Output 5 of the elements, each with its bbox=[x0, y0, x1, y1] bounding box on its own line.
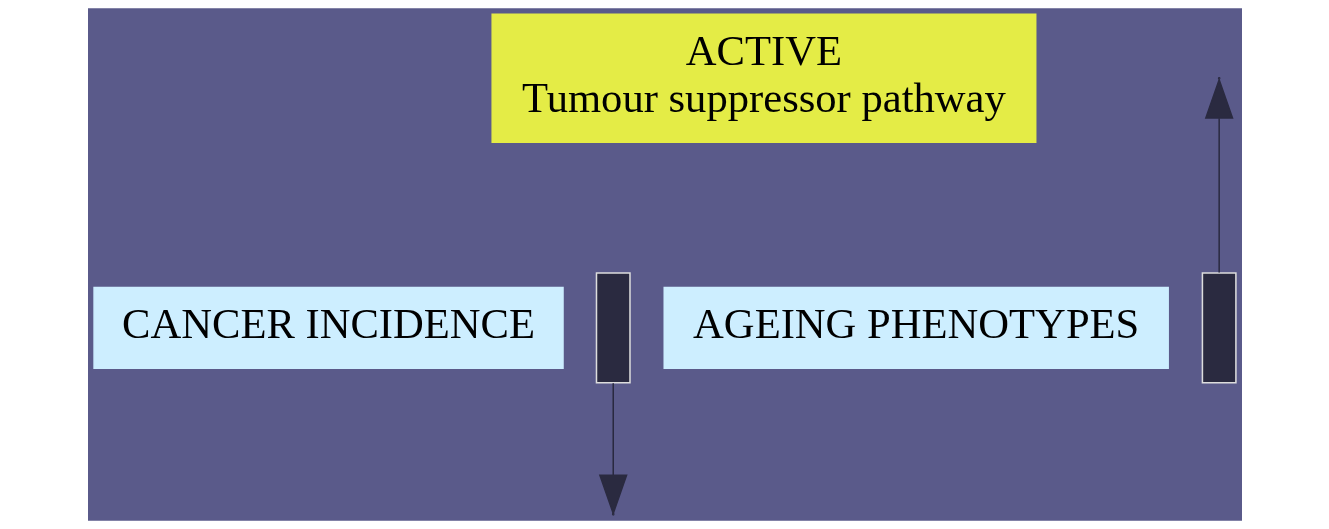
node-box: CANCER INCIDENCE bbox=[92, 286, 564, 369]
node-box: AGEING PHENOTYPES bbox=[663, 286, 1169, 369]
node-down-arrow bbox=[595, 272, 631, 384]
node-box: ACTIVE Tumour suppressor pathway bbox=[490, 13, 1036, 143]
node-up-arrow bbox=[1201, 272, 1237, 384]
